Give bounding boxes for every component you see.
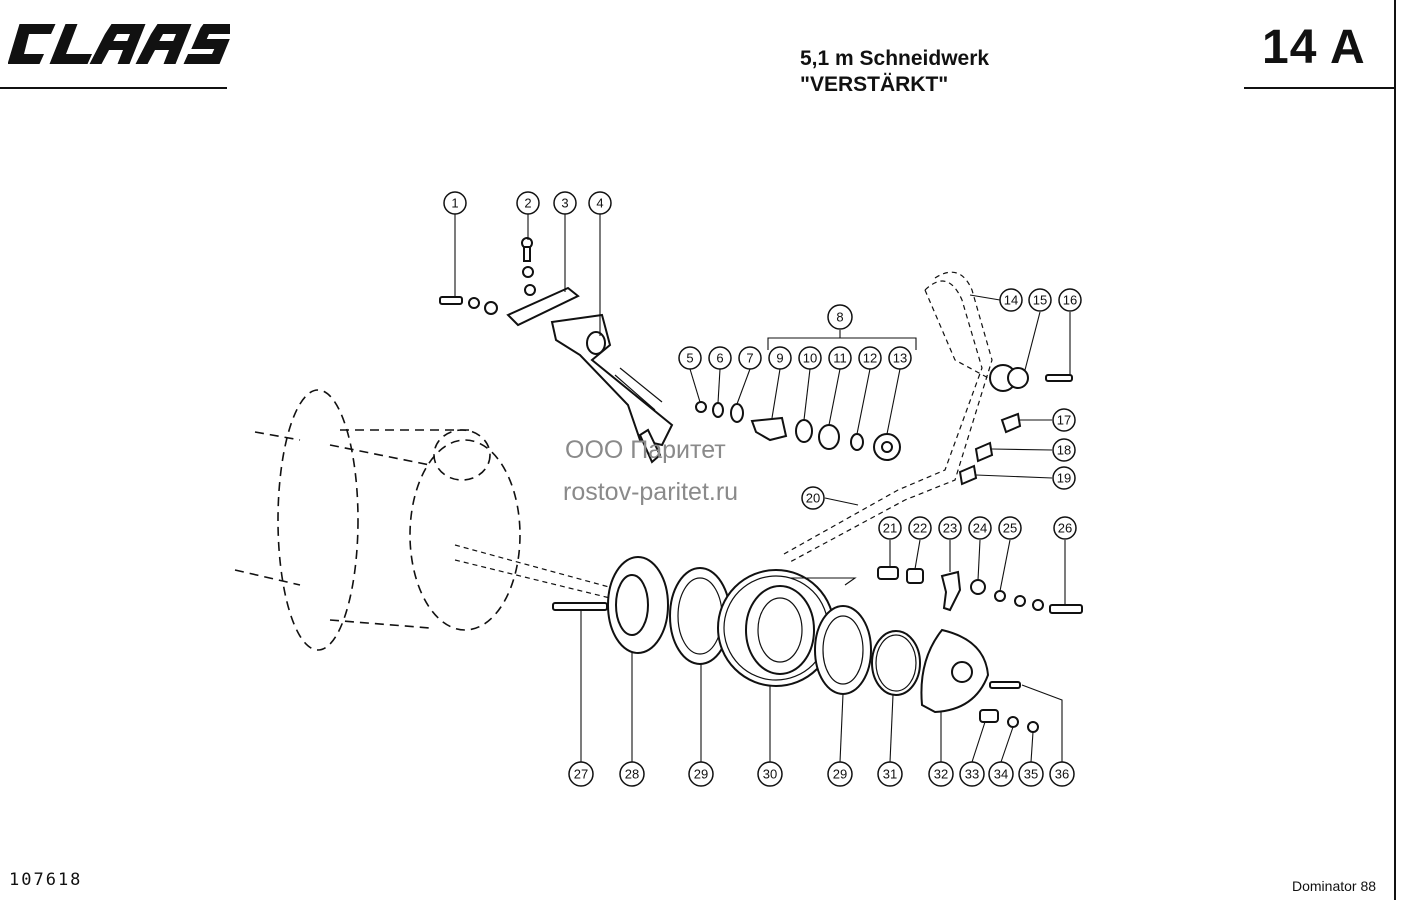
svg-text:30: 30 [763, 767, 777, 782]
header-rule-left [0, 87, 227, 89]
assembly-title-line1: 5,1 m Schneidwerk [800, 47, 990, 70]
svg-text:15: 15 [1033, 293, 1047, 308]
leader-lines [454, 214, 1071, 763]
callout-19: 19 [1052, 466, 1076, 490]
callout-29-left: 29 [688, 761, 714, 787]
svg-text:16: 16 [1063, 293, 1077, 308]
callout-9: 9 [768, 346, 792, 370]
callout-2: 2 [516, 191, 540, 215]
callout-28: 28 [619, 761, 645, 787]
svg-text:31: 31 [883, 767, 897, 782]
callout-8: 8 [827, 304, 853, 330]
svg-text:14: 14 [1004, 293, 1018, 308]
callout-4: 4 [588, 191, 612, 215]
header-rule-right [1244, 87, 1396, 89]
slip-clutch [552, 556, 1083, 733]
svg-text:10: 10 [803, 351, 817, 366]
svg-text:29: 29 [833, 767, 847, 782]
callout-18: 18 [1052, 438, 1076, 462]
callout-11: 11 [828, 346, 852, 370]
callout-1: 1 [443, 191, 467, 215]
callout-22: 22 [908, 516, 932, 540]
callout-27: 27 [568, 761, 594, 787]
callout-29-right: 29 [827, 761, 853, 787]
drawing-number: 107618 [9, 870, 83, 890]
svg-text:5: 5 [686, 351, 693, 366]
callout-16: 16 [1058, 288, 1082, 312]
svg-text:25: 25 [1003, 521, 1017, 536]
svg-text:20: 20 [806, 491, 820, 506]
svg-text:36: 36 [1055, 767, 1069, 782]
page-id: 14 A [1262, 21, 1366, 74]
sheet-frame-right [1394, 0, 1396, 900]
callout-20: 20 [801, 486, 825, 510]
callout-3: 3 [553, 191, 577, 215]
svg-text:19: 19 [1057, 471, 1071, 486]
callout-25: 25 [998, 516, 1022, 540]
svg-text:34: 34 [994, 767, 1008, 782]
svg-text:35: 35 [1024, 767, 1038, 782]
claas-logo [8, 24, 230, 64]
svg-text:12: 12 [863, 351, 877, 366]
callout-6: 6 [708, 346, 732, 370]
callout-30: 30 [757, 761, 783, 787]
bracket-assembly [439, 237, 674, 464]
svg-text:8: 8 [836, 310, 843, 325]
svg-text:23: 23 [943, 521, 957, 536]
drum-outline [234, 389, 621, 651]
svg-text:4: 4 [596, 196, 603, 211]
svg-text:18: 18 [1057, 443, 1071, 458]
watermark-company: ООО Паритет [565, 436, 726, 464]
callout-32: 32 [928, 761, 954, 787]
callout-14: 14 [999, 288, 1023, 312]
callout-21: 21 [878, 516, 902, 540]
callout-23: 23 [938, 516, 962, 540]
callout-26: 26 [1053, 516, 1077, 540]
assembly-title: 5,1 m Schneidwerk "VERSTÄRKT" [800, 46, 989, 98]
assembly-title-line2: "VERSTÄRKT" [800, 73, 949, 96]
svg-text:24: 24 [973, 521, 987, 536]
callout-34: 34 [988, 761, 1014, 787]
callout-33: 33 [959, 761, 985, 787]
callout-15: 15 [1028, 288, 1052, 312]
svg-text:29: 29 [694, 767, 708, 782]
callout-36: 36 [1049, 761, 1075, 787]
callout-12: 12 [858, 346, 882, 370]
callout-10: 10 [798, 346, 822, 370]
svg-text:6: 6 [716, 351, 723, 366]
watermark-url: rostov-paritet.ru [563, 478, 739, 506]
callout-17: 17 [1052, 408, 1076, 432]
callout-35: 35 [1018, 761, 1044, 787]
drive-chain [783, 271, 1073, 563]
svg-text:32: 32 [934, 767, 948, 782]
callout-5: 5 [678, 346, 702, 370]
callout-24: 24 [968, 516, 992, 540]
svg-text:22: 22 [913, 521, 927, 536]
svg-text:26: 26 [1058, 521, 1072, 536]
callout-13: 13 [888, 346, 912, 370]
svg-text:9: 9 [776, 351, 783, 366]
model-name: Dominator 88 [1292, 878, 1377, 894]
svg-text:21: 21 [883, 521, 897, 536]
callout-7: 7 [738, 346, 762, 370]
svg-text:27: 27 [574, 767, 588, 782]
bearing-parts [695, 401, 901, 461]
svg-text:2: 2 [524, 196, 531, 211]
svg-text:17: 17 [1057, 413, 1071, 428]
svg-text:1: 1 [451, 196, 458, 211]
svg-text:11: 11 [833, 351, 847, 366]
svg-text:13: 13 [893, 351, 907, 366]
svg-text:7: 7 [746, 351, 753, 366]
svg-text:33: 33 [965, 767, 979, 782]
callout-31: 31 [877, 761, 903, 787]
svg-text:28: 28 [625, 767, 639, 782]
svg-text:3: 3 [561, 196, 568, 211]
